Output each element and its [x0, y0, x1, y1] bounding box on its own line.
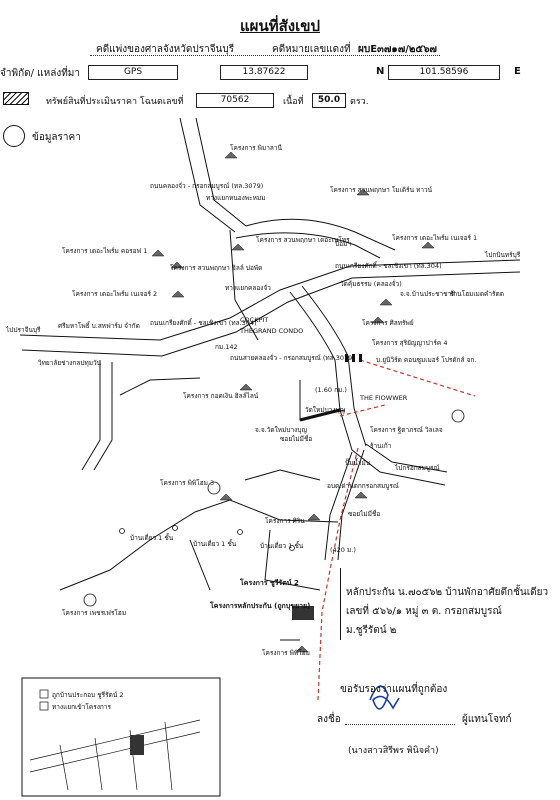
- collateral-line-1: หลักประกัน น.๗๐๕๖๒ บ้านพักอาศัยตึกชั้นเด…: [346, 587, 549, 598]
- map-label-38: อบต.ด่านตกกรอกสมบูรณ์: [327, 482, 399, 490]
- latitude-value: 13.87622: [220, 65, 308, 80]
- rail-track: [299, 408, 341, 422]
- map-label-48: โครงการ พิพิโฮม: [262, 649, 310, 657]
- map-label-13: ร้านโฮมเมดคำรัตต: [450, 290, 504, 298]
- certify-text: ขอรับรองว่าแผนที่ถูกต้อง: [340, 684, 448, 695]
- road-3079-north-east-edge: [195, 117, 247, 227]
- map-label-8: โครงการ สวนพฤกษา ฮิลล์ บ่อพัด: [170, 264, 262, 272]
- map-label-4: โครงการ สวนพฤกษา เดอะเนโทร: [256, 236, 350, 244]
- map-label-11: วัดคุ้มธรรม (คลองจั่ว): [340, 279, 402, 288]
- highway-304-south-edge: [21, 271, 521, 357]
- map-label-46: โครงการหลักประกัน (ถูกบุขยาย): [209, 601, 310, 611]
- dotted-line: [90, 55, 440, 56]
- map-label-17: THEGRAND CONDO: [239, 327, 303, 335]
- map-label-45: โครงการ ชูรีรัตน์ 2: [239, 578, 299, 588]
- inset-label-2: ทางแยกเข้าโครงการ: [52, 703, 111, 711]
- longitude-direction: E: [514, 66, 521, 77]
- collateral-line-3: ม.ชูรีรัตน์ ๒: [346, 625, 397, 636]
- area-value: 50.0: [312, 93, 346, 108]
- map-label-14: โครงการ เดอะไพร์ม เนเจอร์ 2: [72, 290, 157, 298]
- signature-mark: [369, 685, 400, 710]
- latitude-direction: N: [376, 66, 385, 77]
- map-label-40: ซอยไม่มีชื่อ: [348, 509, 380, 518]
- collateral-hatched-block: [292, 606, 314, 620]
- longitude-value: 101.58596: [388, 65, 500, 80]
- map-label-31: จ.จ.วัดใหม่บางบุญ: [255, 426, 307, 434]
- map-label-28: (1.60 กม.): [315, 386, 347, 394]
- inset-collateral-block: [130, 735, 144, 755]
- deed-number: 70562: [196, 93, 274, 108]
- map-label-15: ทางแยกคลองจั่ว: [225, 283, 271, 292]
- route-dashed-line: [317, 359, 476, 701]
- map-label-0: โครงการ พิมาลานี: [230, 144, 282, 152]
- case-number-label: คดีหมายเลขแดงที่: [272, 44, 351, 55]
- collateral-note-box: [340, 568, 559, 640]
- road-north-east-a: [245, 218, 396, 251]
- map-label-3: โครงการ สวนพฤกษา โมเดิร์น ทาวน์: [330, 186, 433, 194]
- map-label-2: ทางแยกหนองพะหมม: [206, 194, 265, 202]
- map-label-43: บ้านเดี่ยว 1 ชั้น: [193, 539, 237, 548]
- area-unit: ตรว.: [350, 97, 369, 107]
- map-label-27: โครงการ กอดเงิน ฮิลล์ไลน์: [183, 392, 259, 400]
- coord-source-value: GPS: [88, 65, 178, 80]
- road-3079-north-west-edge: [179, 117, 236, 233]
- map-label-9: ถนนเกรียงศักดิ์ - ชลเชิงเขา (ทล.304): [335, 261, 442, 270]
- area-label: เนื้อที่: [283, 97, 304, 107]
- map-label-34: ร้านเก้า: [370, 442, 392, 450]
- map-label-36: ไปกรอกสมบูรณ์: [394, 464, 440, 472]
- map-label-18: ศรีมหาโพธิ์ บ.สหฟาร์ม จำกัด: [58, 321, 140, 330]
- map-label-7: โครงการ เดอะไพร์ม คอรอฟ 1: [62, 247, 147, 255]
- map-label-20: กม.142: [215, 343, 238, 351]
- page-title: แผนที่สังเขป: [240, 17, 320, 35]
- map-label-26: ถนนสายคลองจั่ว - กรอกสมบูรณ์ (ทล.3079): [230, 353, 355, 362]
- case-number-value: ผบE๓๗๑๗/๒๕๖๗: [358, 44, 437, 55]
- map-label-47: โครงการ เพชรเฟรโฮม: [62, 609, 126, 617]
- map-label-16: COCKPIT: [240, 316, 268, 324]
- inset-label-1: ถูกบ้านประกอบ ชูรีรัตน์ 2: [52, 691, 124, 699]
- collateral-line-2: เลขที่ ๕๖๖/๑ หมู่ ๓ ต. กรอกสมบูรณ์: [346, 606, 502, 617]
- map-label-21: ถนนเกรียงศักดิ์ - ชลเชิงเขา (ทล.304): [150, 318, 257, 327]
- map-label-25: วิทยาลัยช่างกลปทุมวัน: [38, 359, 102, 367]
- map-label-44: บ้านเดี่ยว 1 ชั้น: [260, 541, 304, 550]
- map-label-22: โครงการ ศิลทรัพย์: [362, 319, 414, 327]
- deed-label: ทรัพย์สินที่ประเมินราคา โฉนดเลขที่: [46, 97, 184, 107]
- road-south-branch: [324, 451, 353, 561]
- map-label-32: ซอยไม่มีชื่อ: [280, 434, 312, 443]
- price-legend-circle: [3, 125, 25, 147]
- coord-source-label: จำพิกัด/ แหล่งที่มา: [0, 68, 81, 79]
- hatched-legend-swatch: [3, 92, 29, 105]
- signer-name: (นางสาวสิรีพร พินิจคำ): [348, 746, 439, 756]
- map-label-29: THE FIOWWER: [359, 394, 408, 402]
- map-label-10: ไปกบินทร์บุรี: [484, 251, 521, 259]
- map-label-37: โครงการ พิพิโฮม 3: [160, 479, 214, 487]
- map-label-35: ปั๊มน้ำมัน: [345, 458, 371, 467]
- map-label-1: ถนนคลองจั่ว - กรอกสมบูรณ์ (ทล.3079): [150, 181, 263, 190]
- map-label-6: โครงการ เดอะไพร์ม เนเจอร์ 1: [392, 234, 477, 242]
- sign-label: ลงชื่อ: [317, 714, 341, 725]
- road-lower-west: [59, 499, 339, 591]
- highway-304-north-edge: [19, 259, 521, 341]
- map-label-42: บ้านเดี่ยว 1 ชั้น: [130, 533, 174, 542]
- signer-role: ผู้แทนโจทก์: [462, 714, 512, 725]
- map-label-39: โครงการ ศิริน: [265, 517, 305, 525]
- signature-line: [345, 724, 455, 725]
- price-legend-label: ข้อมูลราคา: [32, 132, 81, 143]
- map-label-24: บ.ยูนิวิร์ด คอนซูมเมอร์ โปรดักส์ จก.: [376, 356, 476, 364]
- road-3079-south-west-edge: [289, 291, 353, 451]
- map-label-30: วัดใหม่บางบุญ: [305, 406, 346, 414]
- map-label-33: โครงการ ฐิตาภรณ์ วิลเลจ: [370, 426, 443, 434]
- map-label-23: โครงการ สุริยัญญาปาร์ค 4: [372, 339, 447, 347]
- map-label-5: ป้อมฯ: [335, 240, 351, 248]
- inset-map-frame: [21, 677, 221, 797]
- map-label-41: (420 ม.): [330, 546, 356, 554]
- map-label-12: จ.จ.บ้านประชาชาติ: [400, 290, 455, 298]
- map-label-19: ไปปราจีนบุรี: [5, 326, 41, 334]
- court-case-label: คดีแพ่งของศาลจังหวัดปราจีนบุรี: [96, 44, 235, 55]
